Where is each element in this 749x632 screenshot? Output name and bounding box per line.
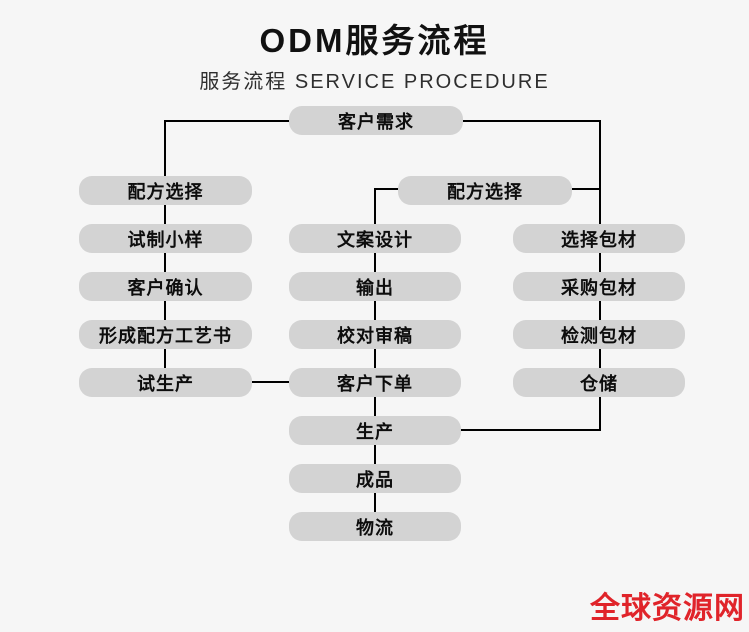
- flow-node-test-packaging: 检测包材: [513, 320, 685, 349]
- flow-node-copy-design: 文案设计: [289, 224, 461, 253]
- flow-node-formula-process-doc: 形成配方工艺书: [79, 320, 252, 349]
- page-title: ODM服务流程: [259, 22, 490, 59]
- connector-branch-formula-to-right-spine: [572, 188, 601, 190]
- connector-branch-formula-to-middle: [374, 188, 400, 190]
- flow-node-customer-order: 客户下单: [289, 368, 461, 397]
- flow-node-proofreading: 校对审稿: [289, 320, 461, 349]
- flow-node-customer-demand: 客户需求: [289, 106, 463, 135]
- connector-top-to-left-branch: [164, 120, 290, 122]
- connector-top-to-right-branch: [461, 120, 601, 122]
- flow-node-trial-production: 试生产: [79, 368, 252, 397]
- page-subtitle: 服务流程 SERVICE PROCEDURE: [199, 71, 550, 93]
- connector-middle-column-spine: [374, 188, 376, 524]
- connector-warehouse-to-production: [460, 429, 601, 431]
- flow-node-select-packaging: 选择包材: [513, 224, 685, 253]
- flow-node-formula-selection-right: 配方选择: [398, 176, 572, 205]
- flow-node-customer-confirm: 客户确认: [79, 272, 252, 301]
- flow-node-finished-product: 成品: [289, 464, 461, 493]
- flow-node-output: 输出: [289, 272, 461, 301]
- flow-node-logistics: 物流: [289, 512, 461, 541]
- flow-node-formula-selection-left: 配方选择: [79, 176, 252, 205]
- flow-node-warehousing: 仓储: [513, 368, 685, 397]
- site-watermark: 全球资源网: [590, 592, 745, 625]
- connector-trial-production-to-order: [251, 381, 291, 383]
- flow-node-purchase-packaging: 采购包材: [513, 272, 685, 301]
- flow-node-production: 生产: [289, 416, 461, 445]
- flow-node-trial-sample: 试制小样: [79, 224, 252, 253]
